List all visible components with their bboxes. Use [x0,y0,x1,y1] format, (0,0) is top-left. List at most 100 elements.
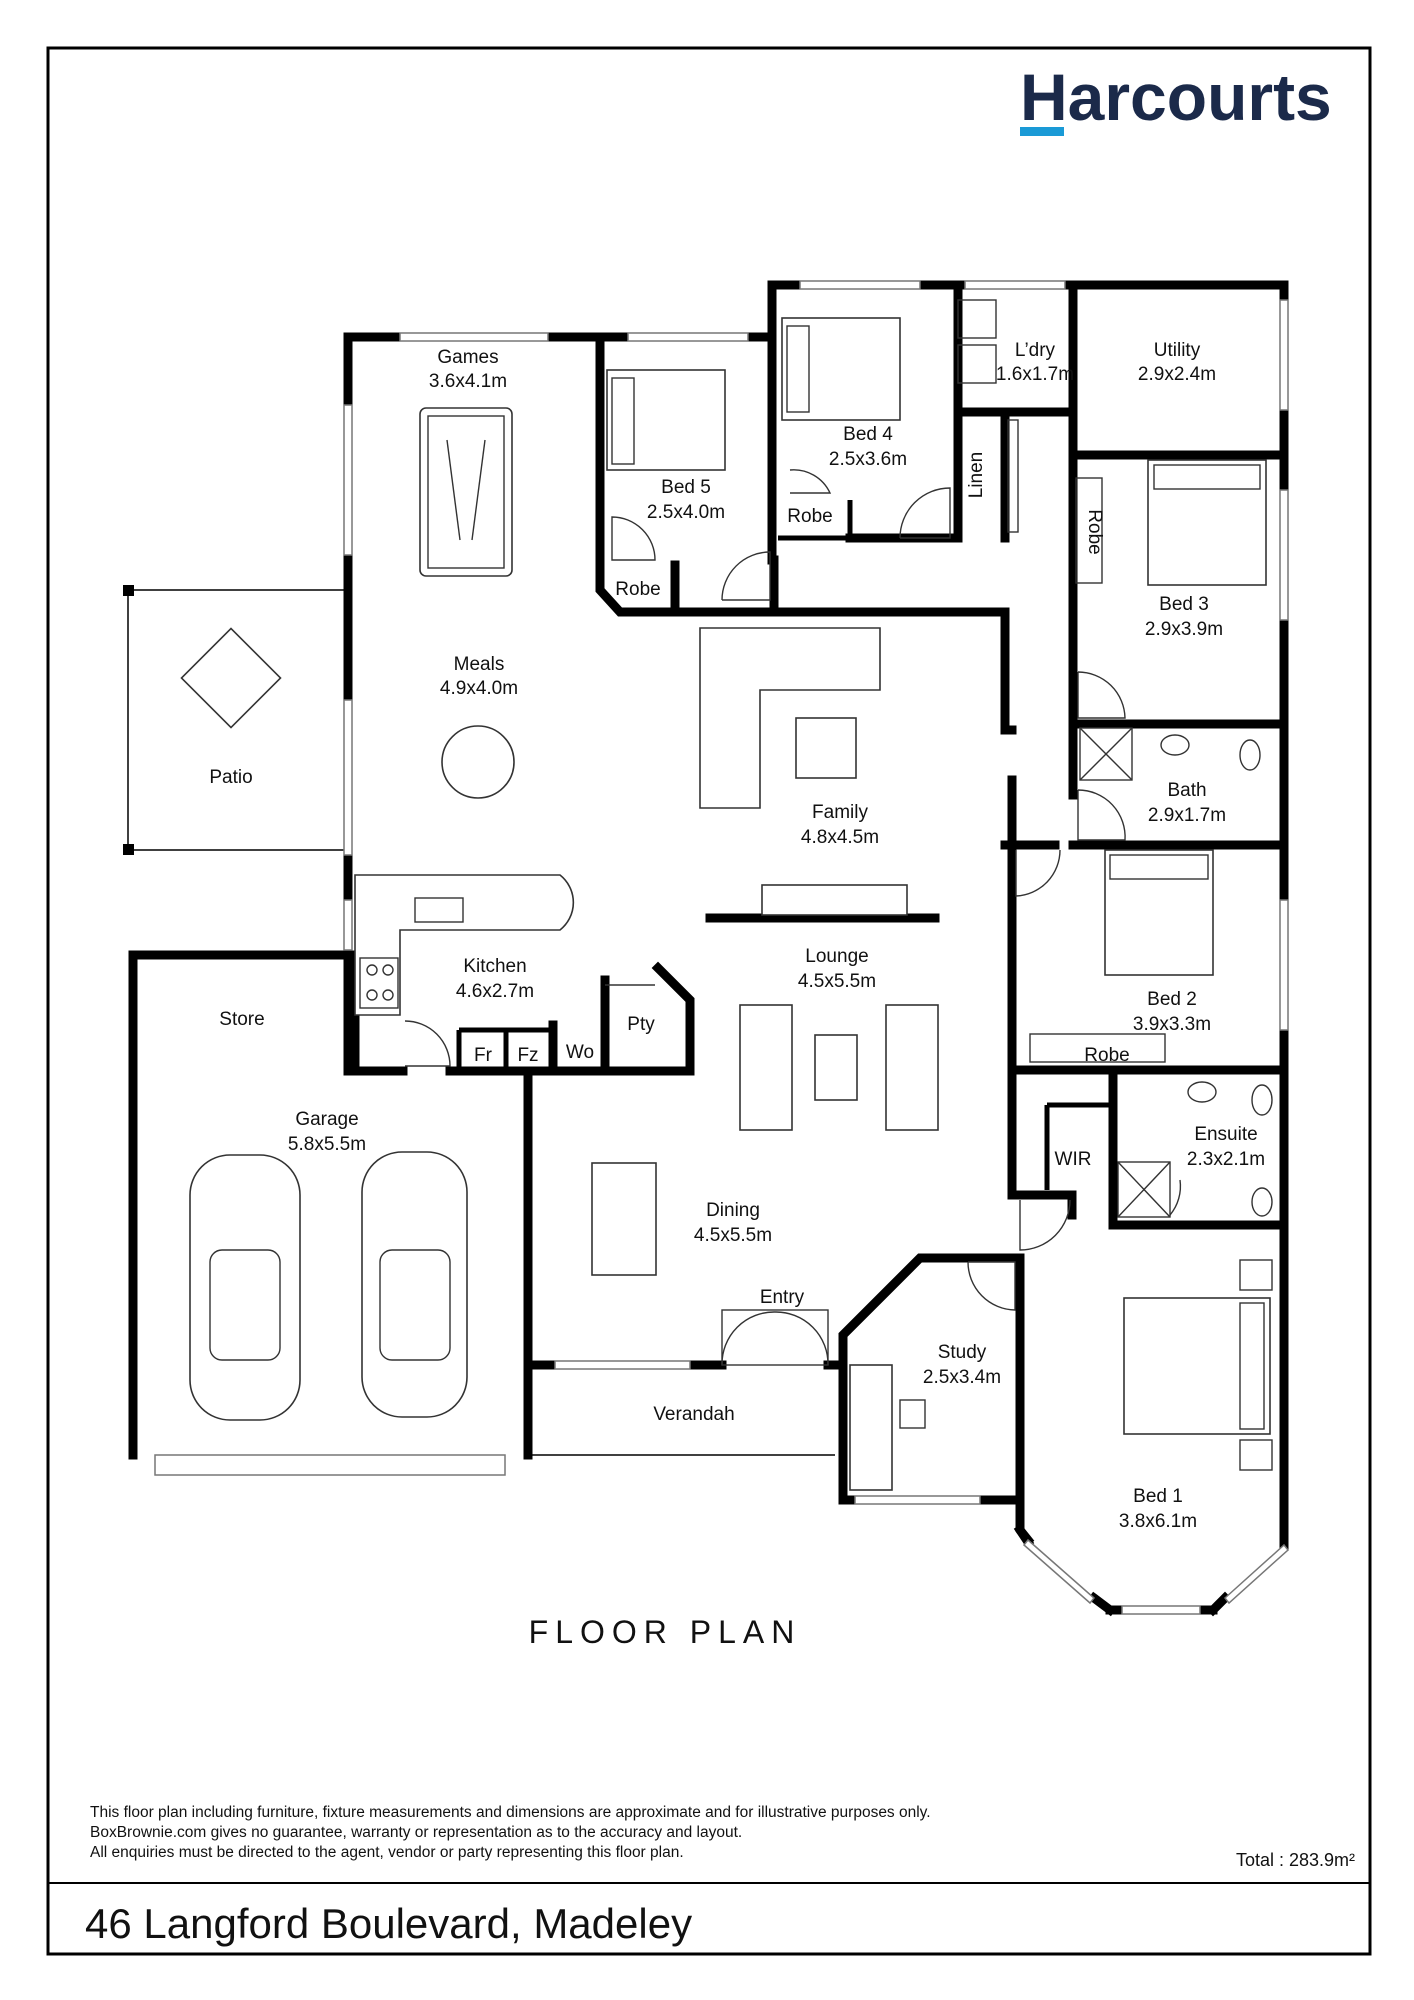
label-garage: Garage [295,1109,358,1130]
size-ensuite: 2.3x2.1m [1187,1149,1265,1170]
pillow [1109,854,1209,880]
patio-table [180,627,282,729]
size-utility: 2.9x2.4m [1138,364,1216,385]
window [1279,299,1289,411]
shower [1079,727,1133,781]
label-fridge: Fr [474,1045,493,1066]
size-laundry: 1.6x1.7m [996,364,1074,385]
window [554,1360,691,1370]
window [399,332,549,342]
door-swing [967,1261,1016,1311]
corner-sofa [699,627,881,809]
label-patio: Patio [209,767,252,788]
label-bed5: Bed 5 [661,477,711,498]
label-pantry: Pty [627,1014,655,1035]
size-games: 3.6x4.1m [429,371,507,392]
kitchen-bench [354,874,575,1016]
door-swing [899,487,951,539]
coffee-table [814,1034,858,1101]
sink [414,897,464,923]
label-bed2: Bed 2 [1147,989,1197,1010]
bed-4 [781,317,901,421]
total-area: Total : 283.9m² [1236,1850,1355,1870]
label-store: Store [219,1009,264,1030]
window [1223,1543,1290,1605]
robe-bed2 [1029,1033,1166,1063]
entry-door [721,1309,829,1366]
window [343,699,353,856]
door-swing [1169,1179,1182,1216]
toilet [1251,1187,1273,1217]
bed-3 [1147,459,1267,586]
wall-pantry [600,961,695,1076]
window [1279,489,1289,621]
label-dining: Dining [706,1200,760,1221]
cooktop [359,957,399,1009]
pool-cue [446,439,461,541]
label-bath: Bath [1167,780,1206,801]
windows [343,280,1290,1615]
sofa [739,1004,793,1131]
size-bed2: 3.9x3.3m [1133,1014,1211,1035]
label-wine: Wo [566,1042,594,1063]
size-meals: 4.9x4.0m [440,678,518,699]
basin [1160,734,1190,756]
walls [123,280,1289,1617]
size-dining: 4.5x5.5m [694,1225,772,1246]
label-bed4: Bed 4 [843,424,893,445]
pillow [611,377,635,465]
coffee-table [795,717,857,779]
sofa [885,1004,939,1131]
logo-wordmark: Harcourts [1020,60,1332,134]
car-roof [209,1249,281,1361]
laundry-tub [957,344,997,384]
toilet [1251,1084,1273,1116]
shower [1117,1161,1171,1218]
label-family: Family [812,802,868,823]
window [799,280,921,290]
size-study: 2.5x3.4m [923,1367,1001,1388]
burner [382,989,394,1001]
wall [1013,1523,1035,1549]
size-bed3: 2.9x3.9m [1145,619,1223,640]
label-verandah: Verandah [653,1404,734,1425]
label-utility: Utility [1154,340,1201,361]
label-meals: Meals [454,654,505,675]
size-bed1: 3.8x6.1m [1119,1511,1197,1532]
logo-accent-bar [1020,127,1064,136]
size-garage: 5.8x5.5m [288,1134,366,1155]
size-lounge: 4.5x5.5m [798,971,876,992]
size-bed5: 2.5x4.0m [647,502,725,523]
label-ensuite: Ensuite [1194,1124,1257,1145]
pillow [786,325,810,413]
car [189,1154,301,1421]
furniture [180,299,1273,1491]
wall [595,332,680,617]
wall [1206,1591,1232,1617]
label-wir: WIR [1055,1149,1092,1170]
window [1022,1538,1096,1605]
door-swing [721,1311,776,1366]
pool-table [419,407,513,577]
driveway-strip [154,1454,506,1476]
label-study: Study [938,1342,987,1363]
washing-machine [957,299,997,339]
pillow [1153,464,1261,490]
bed-5 [606,369,726,471]
label-entry: Entry [760,1287,805,1308]
pool-cue [471,439,486,541]
bed-2 [1104,849,1214,976]
shower-x [1079,727,1133,781]
door-swing [721,551,771,601]
size-family: 4.8x4.5m [801,827,879,848]
label-laundry: L’dry [1015,340,1056,361]
window [854,1495,981,1505]
window [1121,1605,1201,1615]
door-swing [1077,671,1126,719]
burner [382,964,394,976]
door-swing [1019,1199,1071,1251]
disclaimer-line-2: BoxBrownie.com gives no guarantee, warra… [90,1824,742,1841]
door-swing [611,516,656,561]
window [343,404,353,556]
wall [838,1253,1025,1365]
